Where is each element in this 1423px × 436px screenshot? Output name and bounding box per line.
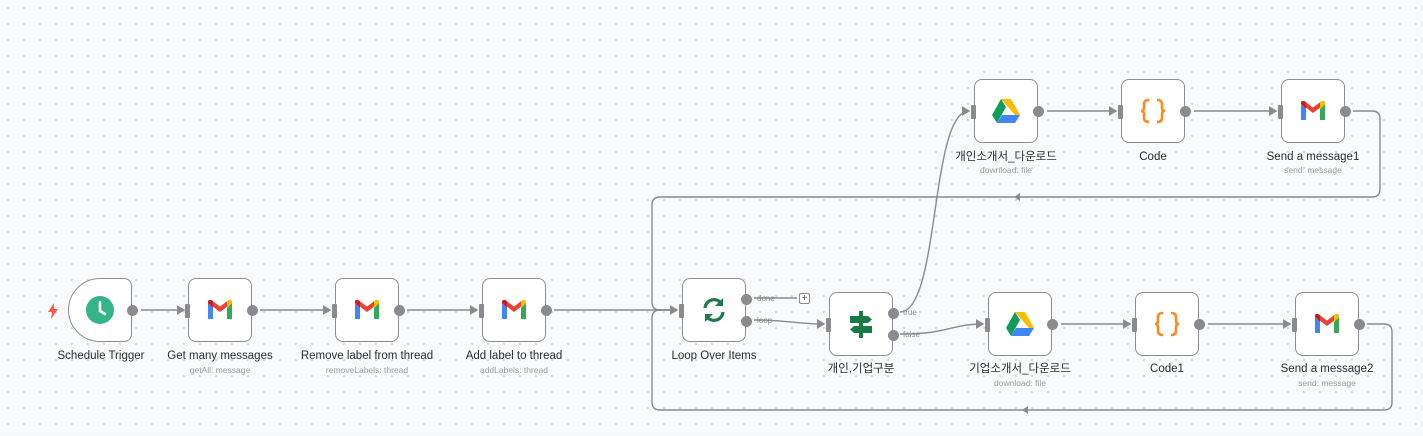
node-drive-personal[interactable]: [971, 79, 1044, 143]
output-port[interactable]: [1340, 106, 1351, 117]
input-port[interactable]: [332, 304, 337, 318]
trigger-bolt-icon: [48, 303, 58, 319]
input-port[interactable]: [185, 304, 190, 318]
edge-if-true-to-drive[interactable]: [899, 106, 971, 313]
google-drive-icon: [1003, 307, 1037, 341]
output-port[interactable]: [247, 305, 258, 316]
gmail-icon: [1296, 94, 1330, 128]
node-add-label[interactable]: [479, 278, 552, 342]
output-port[interactable]: [1194, 319, 1205, 330]
node-label: Send a message1: [1266, 151, 1360, 163]
node-label: Send a message2: [1280, 363, 1374, 375]
input-port[interactable]: [1132, 318, 1137, 332]
node-label: Code1: [1150, 363, 1184, 375]
node-drive-company[interactable]: [985, 292, 1058, 356]
gmail-icon: [350, 293, 384, 327]
output-port[interactable]: [541, 305, 552, 316]
branch-label-true: true: [903, 308, 917, 317]
output-port[interactable]: [127, 305, 138, 316]
node-loop-over-items[interactable]: [679, 278, 752, 342]
node-schedule-trigger[interactable]: [68, 278, 138, 342]
node-label: Code: [1139, 151, 1167, 163]
node-label: 개인,기업구분: [827, 363, 895, 375]
node-label: Loop Over Items: [671, 350, 757, 362]
input-port[interactable]: [1278, 105, 1283, 119]
loop-icon: [697, 293, 731, 327]
node-label: 개인소개서_다운로드: [955, 151, 1057, 163]
edge-loop-to-if[interactable]: [753, 319, 826, 329]
node-subtitle: download: file: [980, 165, 1032, 175]
output-port[interactable]: [1033, 106, 1044, 117]
node-subtitle: send: message: [1298, 378, 1356, 388]
node-label: Schedule Trigger: [57, 350, 145, 362]
output-port-false[interactable]: [888, 330, 899, 341]
node-remove-label[interactable]: [332, 278, 405, 342]
output-port[interactable]: [1180, 106, 1191, 117]
input-port[interactable]: [1118, 105, 1123, 119]
node-code1[interactable]: [1132, 292, 1205, 356]
edge-if-false-to-drive[interactable]: [899, 319, 985, 335]
output-port[interactable]: [394, 305, 405, 316]
input-port[interactable]: [971, 105, 976, 119]
branch-label-done: done: [757, 294, 775, 303]
input-port[interactable]: [1292, 318, 1297, 332]
input-port[interactable]: [985, 318, 990, 332]
output-port[interactable]: [1354, 319, 1365, 330]
code-braces-icon: [1136, 94, 1170, 128]
node-label: Add label to thread: [465, 350, 563, 362]
node-if-classifier[interactable]: [826, 292, 899, 356]
output-port-done[interactable]: [741, 294, 752, 305]
node-subtitle: getAll: message: [189, 365, 251, 375]
node-get-many-messages[interactable]: [185, 278, 258, 342]
branch-label-false: false: [903, 330, 920, 339]
clock-icon: [83, 293, 117, 327]
node-subtitle: send: message: [1284, 165, 1342, 175]
signpost-icon: [844, 307, 878, 341]
node-send-message1[interactable]: [1278, 79, 1351, 143]
branch-label-loop: loop: [757, 316, 773, 325]
add-node-button[interactable]: +: [799, 293, 810, 304]
input-port[interactable]: [479, 304, 484, 318]
output-port[interactable]: [1047, 319, 1058, 330]
node-subtitle: addLabels: thread: [479, 365, 549, 375]
google-drive-icon: [989, 94, 1023, 128]
gmail-icon: [203, 293, 237, 327]
node-subtitle: removeLabels: thread: [325, 365, 409, 375]
node-label: Remove label from thread: [300, 350, 434, 362]
output-port-loop[interactable]: [741, 316, 752, 327]
node-label: Get many messages: [167, 350, 273, 362]
node-subtitle: download: file: [994, 378, 1046, 388]
output-port-true[interactable]: [888, 308, 899, 319]
input-port[interactable]: [826, 318, 831, 332]
code-braces-icon: [1150, 307, 1184, 341]
input-port[interactable]: [679, 304, 684, 318]
node-code[interactable]: [1118, 79, 1191, 143]
gmail-icon: [1310, 307, 1344, 341]
node-label: 기업소개서_다운로드: [969, 363, 1071, 375]
gmail-icon: [497, 293, 531, 327]
node-send-message2[interactable]: [1292, 292, 1365, 356]
